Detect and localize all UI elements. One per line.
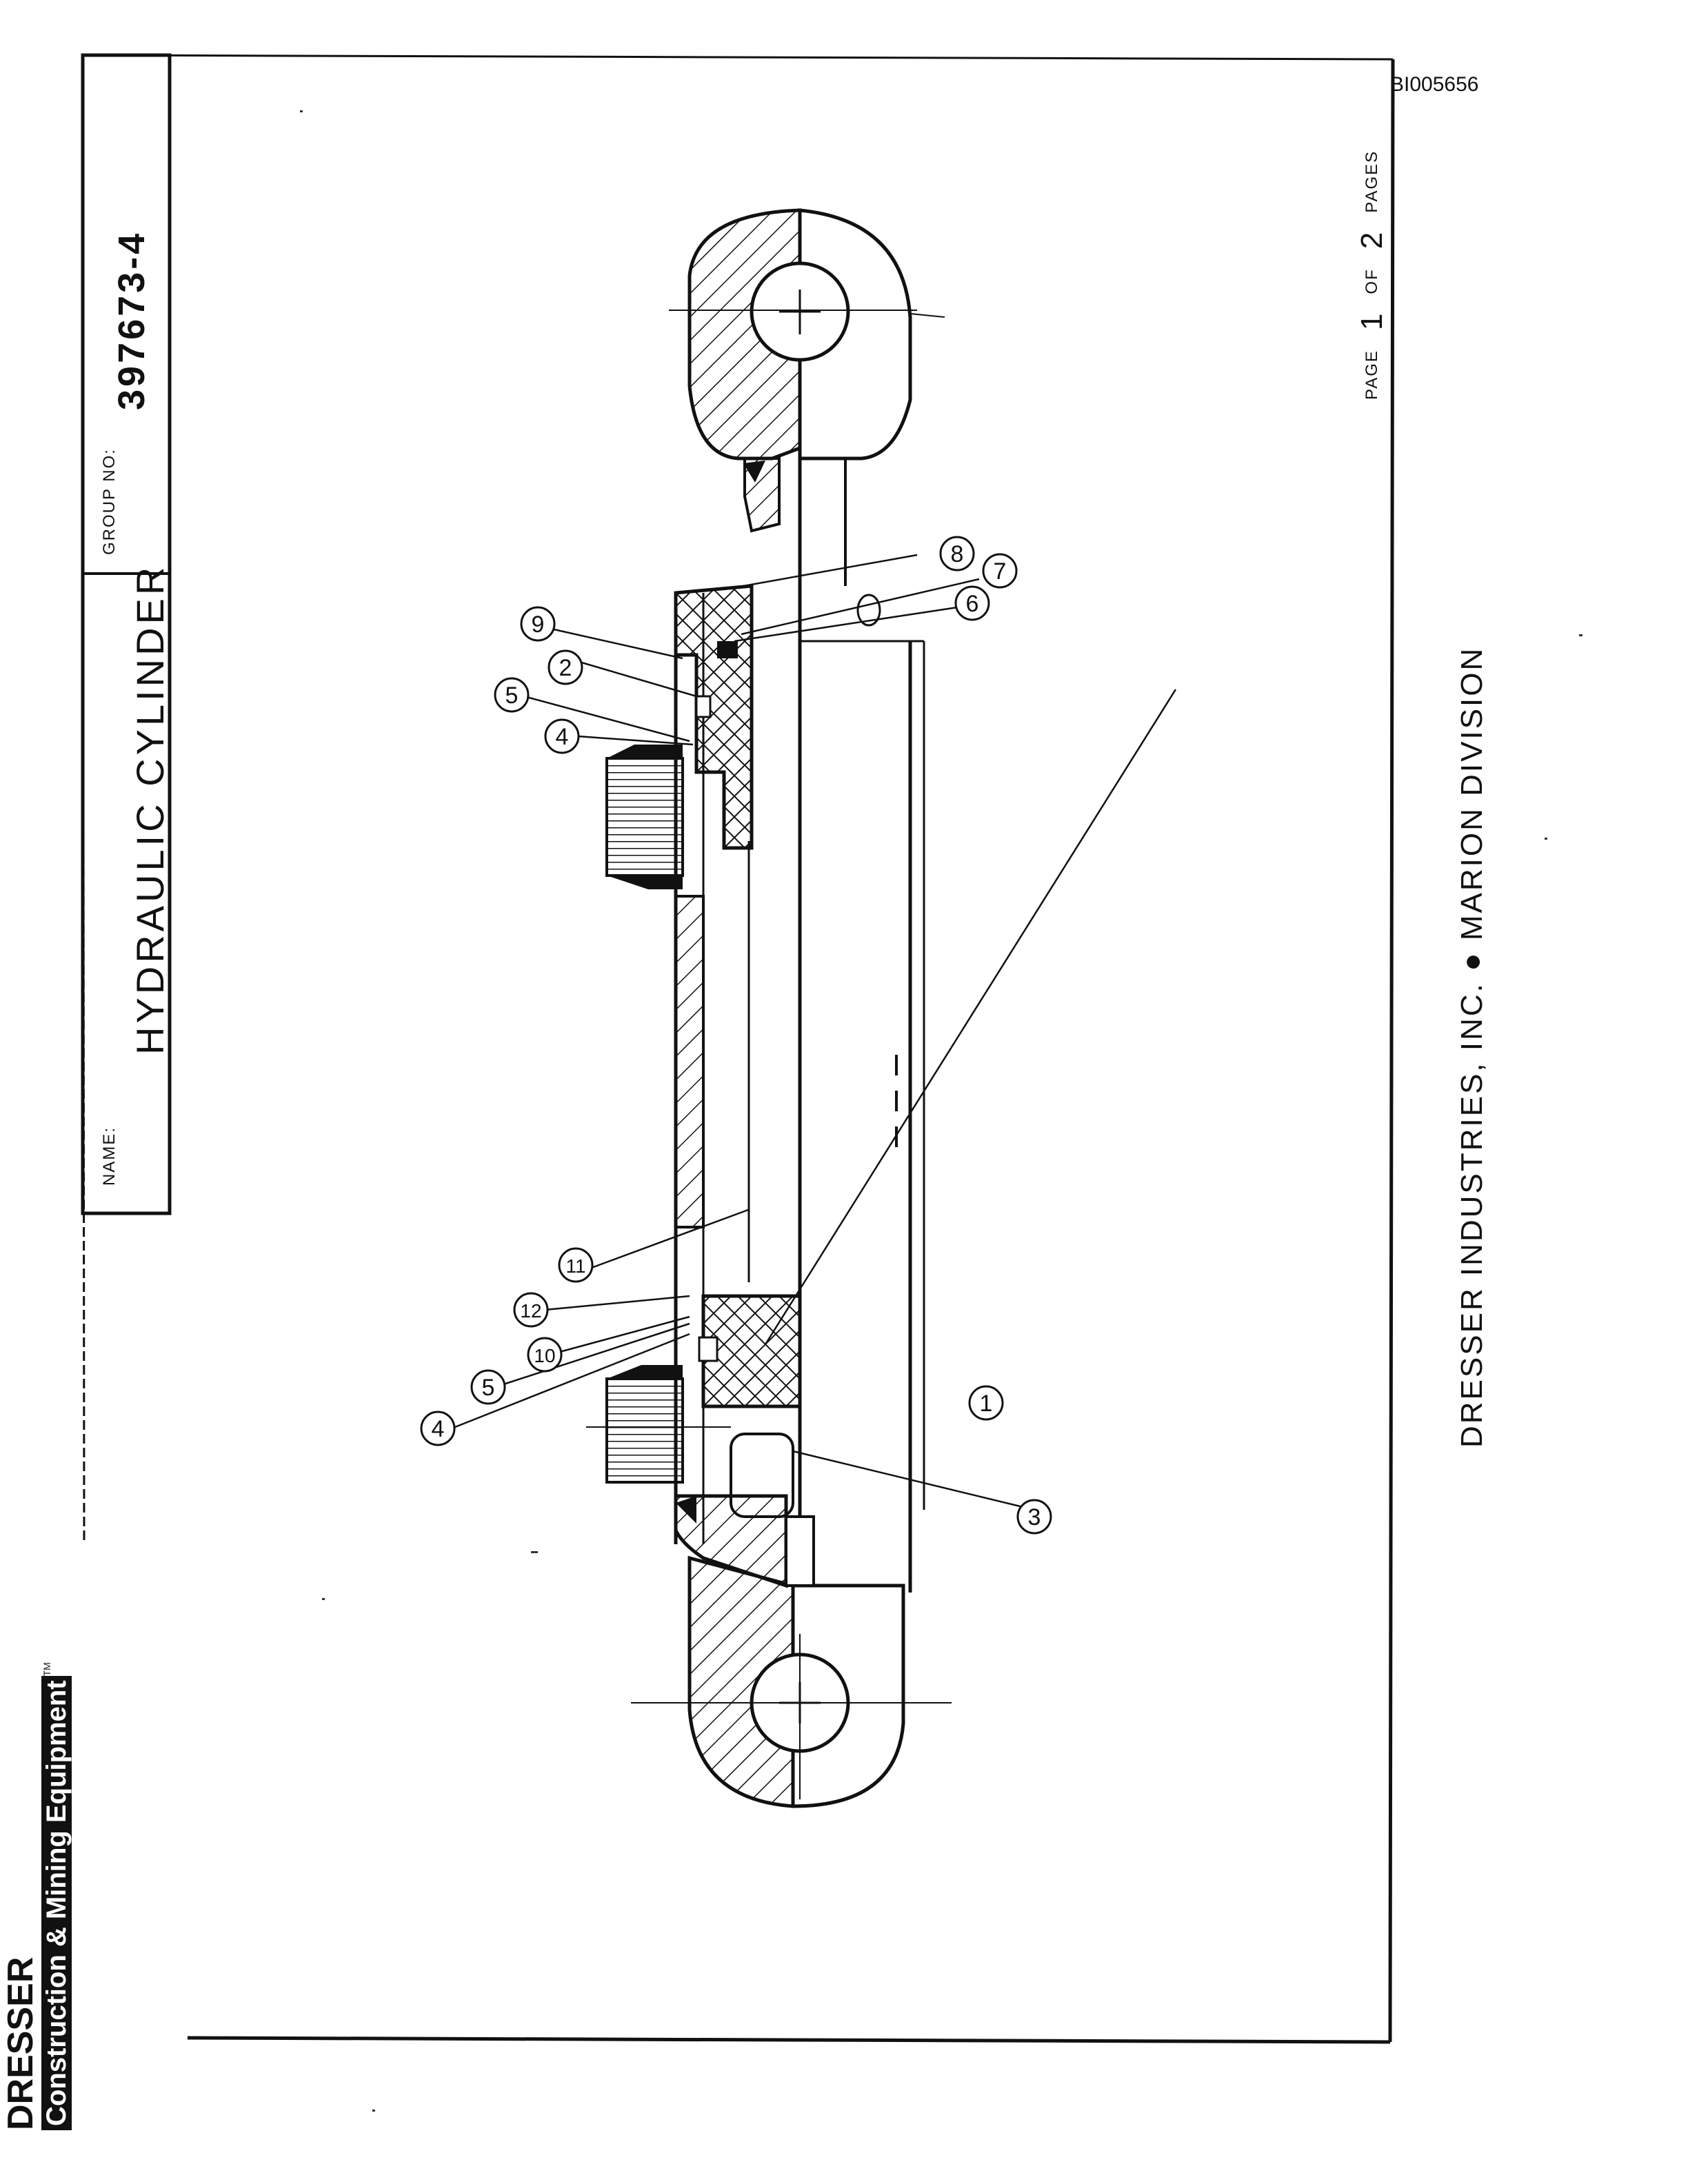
callout-9: 9 [520, 606, 556, 642]
callout-4-right: 4 [544, 718, 580, 754]
svg-text:6: 6 [966, 591, 979, 617]
svg-text:3: 3 [1028, 1504, 1041, 1530]
svg-text:4: 4 [556, 724, 569, 750]
svg-text:10: 10 [534, 1345, 555, 1366]
callout-4-left: 4 [420, 1410, 456, 1446]
svg-text:7: 7 [994, 558, 1007, 585]
leader-lines [454, 554, 1177, 1511]
callout-11: 11 [558, 1247, 594, 1283]
document-id: BI005656 [1390, 73, 1479, 96]
callout-3: 3 [1016, 1499, 1052, 1535]
svg-text:4: 4 [432, 1416, 445, 1442]
callouts: 1 2 3 4 4 5 5 6 7 8 9 10 11 12 [420, 536, 1052, 1535]
callout-6: 6 [954, 585, 990, 621]
rod-eye-right [669, 208, 945, 461]
callout-1: 1 [968, 1385, 1004, 1421]
svg-text:12: 12 [520, 1300, 541, 1322]
sheet-border [81, 53, 1395, 2044]
piston [698, 1294, 802, 1518]
svg-text:9: 9 [532, 611, 545, 638]
title-block [81, 53, 172, 1215]
callout-12: 12 [513, 1292, 549, 1328]
rod-eye-left [631, 1494, 952, 1808]
svg-text:8: 8 [951, 541, 964, 567]
svg-text:1: 1 [980, 1391, 993, 1417]
hydraulic-port-right [605, 745, 684, 889]
svg-text:5: 5 [482, 1375, 495, 1401]
svg-text:5: 5 [505, 682, 519, 709]
callout-7: 7 [982, 553, 1018, 589]
scan-specks [300, 110, 1582, 2112]
hydraulic-cylinder-drawing: 1 2 3 4 4 5 5 6 7 8 9 10 11 12 [420, 208, 1177, 1808]
callout-8: 8 [939, 536, 975, 572]
callout-2: 2 [547, 649, 583, 685]
svg-text:2: 2 [559, 655, 572, 681]
svg-text:11: 11 [565, 1255, 585, 1277]
callout-10: 10 [527, 1337, 563, 1373]
callout-5-right: 5 [494, 677, 530, 713]
callout-5-left: 5 [470, 1369, 506, 1405]
